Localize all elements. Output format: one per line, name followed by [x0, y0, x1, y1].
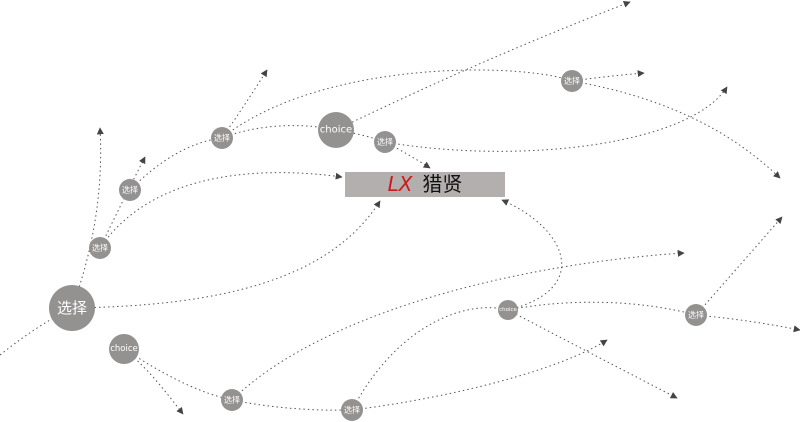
edge: [351, 307, 509, 411]
node-label: 选择: [122, 185, 138, 195]
edge: [571, 80, 781, 179]
node-label: 选择: [214, 133, 230, 143]
edge: [507, 309, 678, 399]
node-xuanze: 选择: [561, 70, 583, 92]
edge: [129, 137, 223, 191]
node-choice-left: choice: [109, 334, 139, 364]
nodes: 选择 choice choice choice 选择 选择 选择 选择: [49, 70, 707, 421]
node-label: choice: [320, 125, 352, 136]
node-label: 选择: [224, 395, 240, 405]
edge: [71, 200, 381, 309]
edge: [99, 156, 146, 249]
edge: [351, 339, 608, 411]
node-xuanze: 选择: [89, 237, 111, 259]
node-choice-small: choice: [498, 300, 518, 320]
node-xuanze: 选择: [374, 131, 396, 153]
edge: [231, 249, 685, 401]
edge: [123, 348, 233, 401]
brand-name: 猎贤: [422, 172, 463, 196]
node-label: choice: [110, 344, 138, 354]
node-label: 选择: [564, 76, 580, 86]
edge: [0, 307, 73, 356]
edge: [384, 86, 728, 152]
node-xuanze: 选择: [119, 179, 141, 201]
edge: [695, 216, 783, 316]
edge: [571, 70, 645, 82]
edge: [507, 301, 697, 316]
edge: [221, 69, 268, 139]
node-label: 选择: [92, 243, 108, 253]
brand-mark: LX: [387, 172, 413, 196]
edge: [221, 69, 573, 139]
edge: [71, 127, 104, 309]
node-label: 选择: [377, 137, 393, 147]
node-xuanze: 选择: [221, 389, 243, 411]
edge: [695, 314, 800, 333]
node-label: choice: [499, 307, 517, 313]
node-label: 选择: [688, 310, 704, 320]
edge: [335, 1, 631, 131]
node-choice-top: choice: [318, 112, 354, 148]
node-label: 选择: [57, 299, 87, 317]
edge: [501, 199, 563, 311]
node-xuanze: 选择: [211, 127, 233, 149]
node-xuanze: 选择: [341, 399, 363, 421]
title-banner: LX 猎贤: [345, 172, 505, 197]
node-xuanze: 选择: [685, 304, 707, 326]
edge: [231, 399, 353, 411]
node-label: 选择: [344, 405, 360, 415]
node-xuanze-large: 选择: [49, 285, 95, 331]
